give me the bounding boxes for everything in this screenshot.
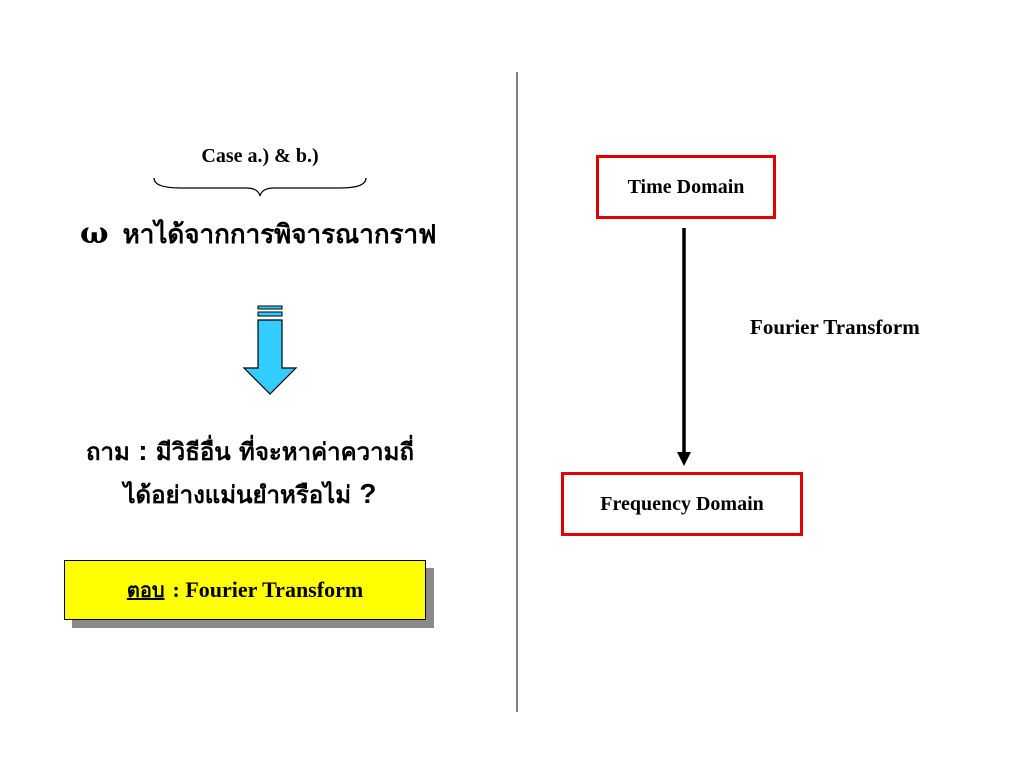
transform-label: Fourier Transform xyxy=(750,315,920,339)
vertical-divider xyxy=(516,72,518,712)
omega-symbol: ω xyxy=(80,216,109,251)
omega-text: หาได้จากการพิจารณากราฟ xyxy=(122,220,437,250)
answer-prefix: ตอบ xyxy=(126,578,165,602)
omega-statement: ω หาได้จากการพิจารณากราฟ xyxy=(80,214,437,255)
question-line-1-rest: มีวิธีอื่น ที่จะหาค่าความถี่ xyxy=(155,437,414,466)
frequency-domain-box: Frequency Domain xyxy=(561,472,803,536)
curly-brace xyxy=(153,177,367,197)
answer-box: ตอบ : Fourier Transform xyxy=(64,560,426,620)
question-colon: : xyxy=(138,435,148,466)
time-domain-box: Time Domain xyxy=(596,155,776,219)
frequency-domain-label: Frequency Domain xyxy=(600,492,764,515)
time-domain-label: Time Domain xyxy=(627,175,745,198)
question-mark: ? xyxy=(359,478,377,509)
question-prefix: ถาม xyxy=(86,437,130,466)
down-arrow-icon xyxy=(242,305,298,395)
case-label: Case a.) & b.) xyxy=(201,145,319,167)
transform-arrow-icon xyxy=(677,228,691,466)
question-text: ถาม : มีวิธีอื่น ที่จะหาค่าความถี่ ได้อย… xyxy=(60,430,440,516)
question-line-1: ถาม : มีวิธีอื่น ที่จะหาค่าความถี่ xyxy=(60,430,440,473)
question-line-2-text: ได้อย่างแม่นยำหรือไม่ xyxy=(123,480,352,509)
question-line-2: ได้อย่างแม่นยำหรือไม่ ? xyxy=(60,473,440,516)
answer-text: : Fourier Transform xyxy=(172,577,364,602)
